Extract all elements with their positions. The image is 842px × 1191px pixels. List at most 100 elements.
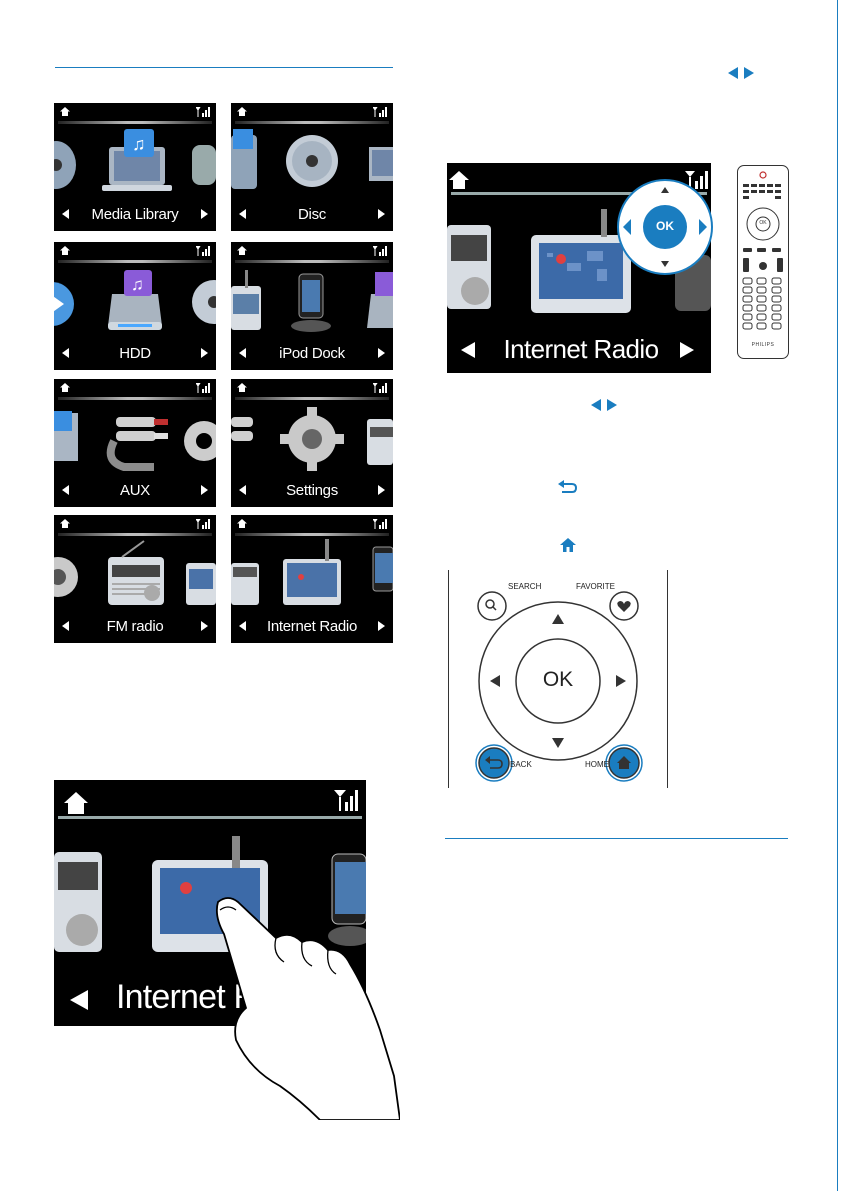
signal-icon [373, 107, 387, 117]
next-arrow[interactable] [201, 485, 208, 495]
prev-arrow[interactable] [62, 348, 69, 358]
search-button [477, 591, 507, 621]
right-arrow-icon [616, 675, 626, 687]
next-arrow[interactable] [378, 209, 385, 219]
prev-arrow[interactable] [62, 209, 69, 219]
signal-icon [373, 246, 387, 256]
signal-icon [196, 246, 210, 256]
svg-text:♫: ♫ [132, 134, 146, 154]
tile-label: iPod Dock [279, 345, 345, 362]
signal-icon [685, 171, 708, 189]
finger-illustration [215, 897, 400, 1120]
favorite-label: FAVORITE [576, 582, 615, 591]
prev-arrow[interactable] [239, 348, 246, 358]
nav-pad-diagram [475, 591, 643, 782]
signal-icon [196, 519, 210, 529]
menu-tile-ipod-dock[interactable]: iPod Dock [231, 242, 393, 370]
back-button [478, 747, 510, 779]
home-icon [617, 756, 631, 769]
up-arrow-icon [552, 614, 564, 624]
search-icon [485, 599, 495, 609]
settings-gear-icon [231, 407, 393, 471]
menu-tile-aux[interactable]: AUX [54, 379, 216, 507]
right-section-rule [445, 838, 788, 839]
signal-icon [196, 383, 210, 393]
ok-label[interactable]: OK [542, 668, 574, 691]
remote-control: OK PHILIPS [737, 165, 789, 359]
nav-pad-frame [448, 570, 668, 788]
header-bar [235, 121, 389, 124]
nav-pad-overlay[interactable]: OK [617, 179, 713, 275]
signal-icon [334, 790, 358, 811]
home-icon [60, 107, 70, 116]
home-icon [64, 792, 88, 814]
signal-icon [373, 383, 387, 393]
home-icon [560, 538, 576, 552]
header-bar [235, 260, 389, 263]
home-icon [60, 519, 70, 528]
back-icon [488, 759, 503, 769]
screen-label: Internet Radio [503, 334, 660, 364]
fm-radio-icon [54, 540, 216, 605]
back-icon [558, 480, 578, 493]
tile-label: AUX [120, 482, 150, 499]
remote-brand: PHILIPS [751, 342, 775, 348]
tile-label: HDD [119, 345, 151, 362]
next-arrow[interactable] [201, 209, 208, 219]
aux-cable-icon [54, 411, 216, 471]
svg-text:♫: ♫ [131, 275, 144, 294]
left-arrow-icon[interactable] [461, 342, 475, 358]
menu-tile-fm-radio[interactable]: FM radio [54, 515, 216, 643]
disc-icon [231, 129, 393, 189]
menu-tile-media-library[interactable]: ♫ Media Library [54, 103, 216, 231]
header-bar [58, 533, 212, 536]
page-edge-rule [837, 0, 838, 1191]
header-bar [58, 397, 212, 400]
menu-tile-internet-radio[interactable]: Internet Radio [231, 515, 393, 643]
prev-arrow[interactable] [239, 485, 246, 495]
left-right-arrows-icon [591, 399, 617, 411]
tile-label: Media Library [91, 206, 179, 223]
header-bar [235, 397, 389, 400]
prev-arrow[interactable] [239, 209, 246, 219]
menu-tile-hdd[interactable]: ♫ HDD [54, 242, 216, 370]
next-arrow[interactable] [201, 621, 208, 631]
home-label: HOME [585, 760, 609, 769]
signal-icon [373, 519, 387, 529]
signal-icon [196, 107, 210, 117]
header-bar [58, 260, 212, 263]
next-arrow[interactable] [378, 485, 385, 495]
home-icon [237, 107, 247, 116]
tile-label: Settings [286, 482, 338, 499]
tile-label: Disc [298, 206, 326, 223]
left-arrow-icon[interactable] [70, 990, 88, 1010]
home-icon [60, 246, 70, 255]
back-label: BACK [510, 760, 532, 769]
touch-screen[interactable]: Internet R [54, 780, 366, 1026]
home-icon [237, 519, 247, 528]
next-arrow[interactable] [378, 348, 385, 358]
prev-arrow[interactable] [62, 485, 69, 495]
ipod-dock-icon [231, 270, 393, 332]
left-right-arrows-icon [728, 67, 754, 79]
touch-screen-label: Internet R [116, 978, 258, 1016]
left-top-rule [55, 67, 393, 68]
menu-tile-disc[interactable]: Disc [231, 103, 393, 231]
home-icon [449, 171, 469, 189]
tile-label: FM radio [106, 618, 164, 635]
media-library-icon: ♫ [54, 129, 216, 191]
menu-tile-settings[interactable]: Settings [231, 379, 393, 507]
ok-button[interactable]: OK [656, 219, 674, 233]
down-arrow-icon [552, 738, 564, 748]
next-arrow[interactable] [201, 348, 208, 358]
internet-radio-icon [231, 539, 393, 605]
home-icon [60, 383, 70, 392]
screen-artwork [447, 171, 711, 313]
tile-label: Internet Radio [266, 618, 358, 635]
heart-icon [617, 601, 631, 612]
prev-arrow[interactable] [239, 621, 246, 631]
prev-arrow[interactable] [62, 621, 69, 631]
left-arrow-icon [490, 675, 500, 687]
right-arrow-icon[interactable] [680, 342, 694, 358]
next-arrow[interactable] [378, 621, 385, 631]
